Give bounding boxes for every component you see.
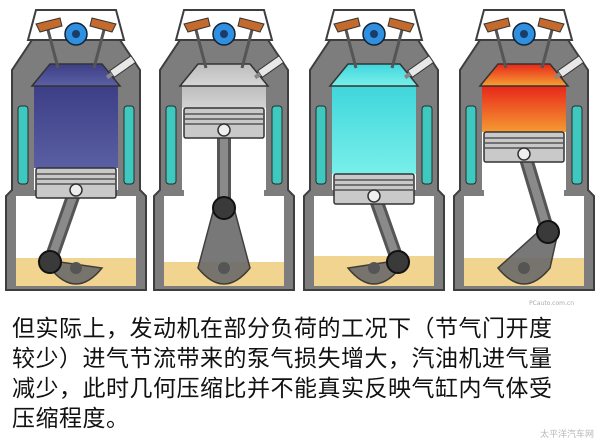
coolant-jacket-right: [421, 105, 433, 185]
coolant-jacket-left: [315, 105, 327, 185]
crankshaft: [496, 220, 560, 285]
coolant-jacket-left: [465, 105, 477, 185]
spark-plug: [253, 55, 285, 80]
valve-train: [483, 17, 565, 69]
watermark: 太平洋汽车网: [539, 429, 594, 439]
cylinder-gas: [332, 86, 416, 176]
crankshaft: [37, 250, 104, 285]
stage-intake: [5, 9, 147, 291]
caption-line: 压缩程度。: [12, 406, 130, 432]
piston: [35, 167, 117, 199]
engine-strokes-illustration: PCauto.com.cn: [5, 9, 595, 307]
cylinder-gas: [34, 86, 118, 170]
crankshaft: [197, 196, 251, 285]
valve-train: [35, 17, 117, 69]
cylinder-gas: [182, 86, 266, 110]
crankshaft: [346, 250, 411, 285]
piston: [333, 173, 415, 205]
caption-text: 但实际上，发动机在部分负荷的工况下（节气门开度 较少）进气节流带来的泵气损失增大…: [12, 314, 596, 434]
piston: [483, 131, 565, 163]
spark-plug: [553, 55, 585, 80]
coolant-jacket-left: [17, 105, 29, 185]
valve-train: [183, 17, 265, 69]
cylinder-gas: [482, 86, 566, 134]
caption-line: 较少）进气节流带来的泵气损失增大，汽油机进气量: [12, 346, 553, 372]
spark-plug: [105, 55, 137, 80]
coolant-jacket-left: [165, 105, 177, 185]
caption-line: 但实际上，发动机在部分负荷的工况下（节气门开度: [12, 316, 553, 342]
coolant-jacket-right: [571, 105, 583, 185]
caption-line: 减少，此时几何压缩比并不能真实反映气缸内气体受: [12, 376, 553, 402]
piston: [183, 107, 265, 139]
stage-power: [453, 9, 595, 291]
coolant-jacket-right: [123, 105, 135, 185]
coolant-jacket-right: [271, 105, 283, 185]
valve-train: [333, 17, 415, 69]
spark-plug: [403, 55, 435, 80]
watermark-url: PCauto.com.cn: [529, 300, 574, 307]
stage-compression: [153, 9, 295, 291]
stage-exhaust: [303, 9, 445, 291]
